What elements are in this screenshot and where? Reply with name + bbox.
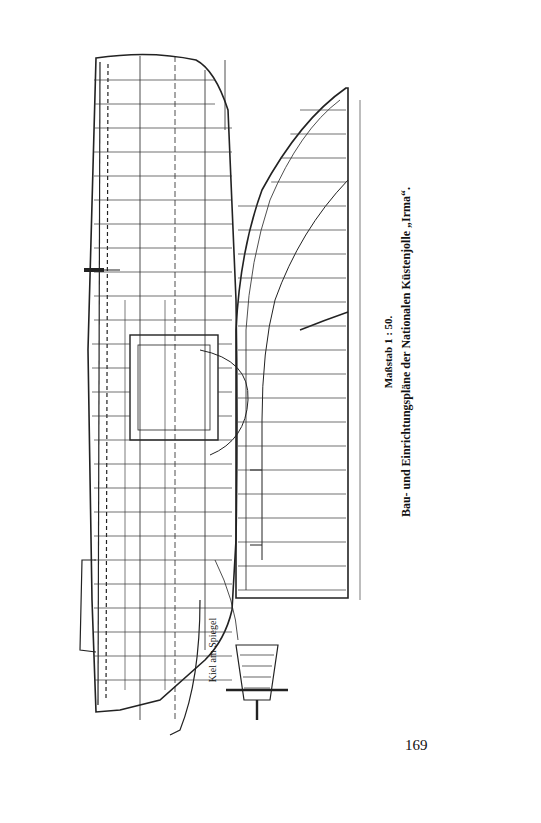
frame-line [238,278,346,279]
frame-line [94,152,232,153]
frame-line [218,368,232,369]
frame-line [92,392,130,393]
frame-line [238,518,346,519]
frame-line [94,104,215,105]
frame-line [218,344,232,345]
frame-line [94,584,232,585]
frame-line [238,326,346,327]
frame-line [94,224,232,225]
frame-line [238,230,346,231]
frame-line [238,350,346,351]
frame-line [94,488,232,489]
frame-line [238,494,346,495]
frame-line [271,182,346,183]
frame-line [94,176,232,177]
frame-line [218,416,232,417]
frame-line [94,272,232,273]
scale-note: Maßstab 1 : 50. [382,316,394,389]
frame-line [92,368,130,369]
frame-line [94,128,232,129]
frame-line [238,566,346,567]
frame-line [281,158,346,159]
frame-line [94,512,232,513]
frame-line [238,446,346,447]
frame-line [238,398,346,399]
frame-line [238,374,346,375]
frame-line [238,254,346,255]
frame-line [94,200,232,201]
frame-line [238,470,346,471]
frame-line [218,392,232,393]
frame-line [238,422,346,423]
frame-line [92,344,130,345]
frame-line [238,542,346,543]
frame-line [290,134,346,135]
frame-line [94,536,232,537]
frame-line [94,560,232,561]
frame-line [300,110,346,111]
frame-line [94,80,215,81]
frame-line [94,296,232,297]
page-number: 169 [405,737,428,754]
frame-line [94,608,232,609]
frame-line [94,320,232,321]
frame-line [92,416,130,417]
frame-line [94,464,232,465]
frame-line [238,206,346,207]
frame-line [94,440,232,441]
detail-label: Kiel am Spiegel [207,618,218,682]
figure-caption: Bau- und Einrichtungspläne der Nationale… [399,187,414,517]
frame-line [238,302,346,303]
frame-line [94,248,232,249]
frame-line [238,590,346,591]
